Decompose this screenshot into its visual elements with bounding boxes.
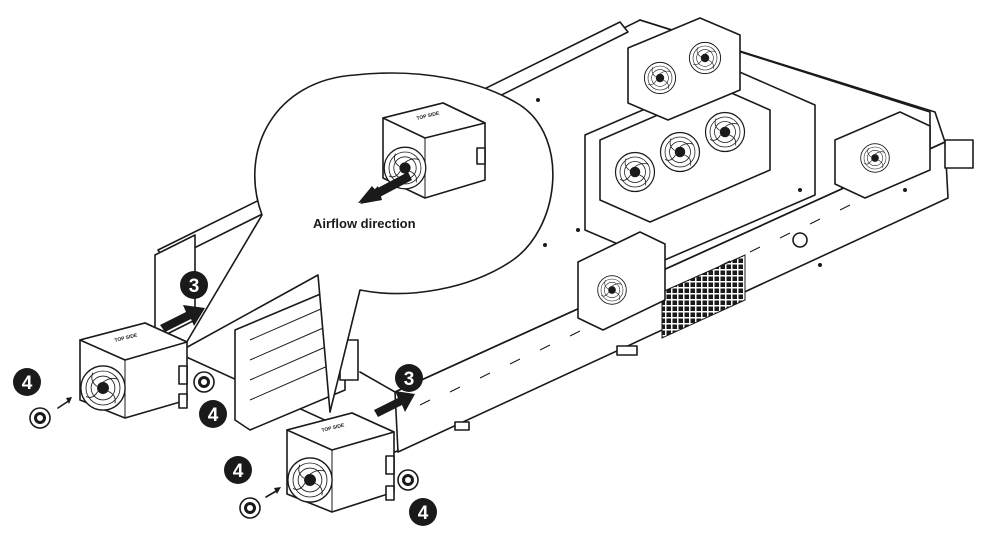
rear-psu-bay — [834, 111, 974, 199]
step-3-left-number: 3 — [189, 276, 200, 297]
chassis-holes — [486, 98, 907, 267]
step-badge-4-left-outer: 4 — [13, 368, 41, 396]
step-3-right-number: 3 — [404, 369, 415, 390]
step-4-left-inner-number: 4 — [208, 405, 219, 426]
airflow-direction-label: Airflow direction — [313, 216, 416, 231]
airflow-callout: TOP SIDE Airflow direction — [181, 72, 554, 413]
front-button — [792, 232, 808, 248]
insert-arrow-left-icon — [160, 305, 205, 332]
step-4-right-outer-number: 4 — [233, 461, 244, 482]
airflow-arrow-icon — [358, 172, 412, 204]
rear-fan-bank — [627, 17, 741, 121]
step-4-right-inner-number: 4 — [418, 503, 429, 524]
fan-right-top-label: TOP SIDE — [321, 422, 346, 434]
step-badge-3-left: 3 — [180, 271, 208, 299]
fan-module-right: TOP SIDE — [286, 412, 395, 513]
fan-left-top-label: TOP SIDE — [114, 332, 139, 344]
screw-left-inner-icon — [193, 371, 215, 393]
insert-arrow-right-icon — [374, 391, 415, 417]
step-badge-4-right-outer: 4 — [224, 456, 252, 484]
step-badge-4-right-inner: 4 — [409, 498, 437, 526]
step-badge-3-right: 3 — [395, 364, 423, 392]
callout-fan-top-label: TOP SIDE — [416, 110, 441, 122]
step-4-left-outer-number: 4 — [22, 373, 33, 394]
front-drive-bay — [577, 231, 666, 331]
fan-module-left: TOP SIDE — [79, 322, 188, 419]
vent-grille — [661, 254, 746, 339]
screw-right-outer-icon — [239, 487, 281, 519]
step-badge-4-left-inner: 4 — [199, 400, 227, 428]
screw-left-outer-icon — [29, 397, 72, 429]
screw-right-inner-icon — [397, 469, 419, 491]
